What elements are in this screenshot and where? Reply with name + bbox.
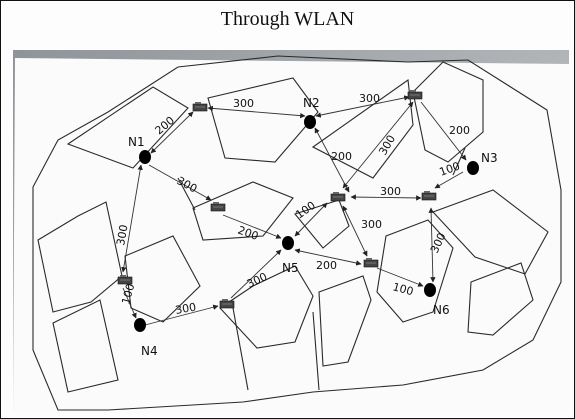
edge-label: 200 — [316, 259, 337, 272]
block-bottom-middle — [318, 275, 372, 367]
edge-label: 300 — [359, 92, 380, 105]
edge-label: 300 — [233, 97, 254, 110]
node-n3 — [467, 161, 479, 175]
edge-r1-n2 — [207, 105, 306, 119]
edge-labels: 300 300 200 200 200 300 300 300 100 300 … — [114, 92, 470, 317]
edge-n5-r4 — [294, 202, 328, 237]
block-right-center — [432, 189, 549, 275]
node-n4 — [134, 318, 146, 332]
edge-r4-r6 — [350, 194, 422, 201]
edge-n3-r6 — [434, 171, 464, 189]
edge-label: 300 — [380, 185, 401, 198]
node-label: N1 — [128, 135, 145, 149]
map-blocks — [32, 55, 562, 411]
paper-sheet — [13, 58, 569, 413]
outer-boundary — [32, 55, 562, 411]
node-label: N3 — [481, 151, 498, 165]
street-line-3 — [232, 307, 249, 391]
node-label: N2 — [303, 96, 320, 110]
block-far-right — [467, 262, 534, 336]
edge-n1-r8 — [121, 164, 143, 273]
block-bottom-left — [52, 299, 119, 393]
block-bottom-right — [376, 219, 454, 323]
edge-n1-r5 — [148, 164, 212, 201]
street-line-2 — [452, 147, 466, 176]
edge-r6-n6 — [428, 207, 436, 283]
edge-n4-r9 — [144, 304, 219, 326]
diagram-photo: N1 N2 N3 N5 N6 N4 300 300 200 200 200 30… — [13, 50, 569, 413]
node-labels: N1 N2 N3 N5 N6 N4 — [128, 96, 498, 358]
edge-label: 300 — [114, 224, 130, 247]
block-top-left — [66, 86, 189, 169]
edge-r4-r7 — [342, 205, 368, 257]
edges — [121, 95, 467, 326]
edge-r4-r3 — [342, 101, 414, 189]
block-top-center — [207, 77, 319, 163]
nodes — [134, 115, 479, 332]
block-bottom-center — [219, 265, 314, 349]
street-line-4 — [312, 311, 320, 391]
node-label: N6 — [433, 303, 450, 317]
edge-n5-r7 — [294, 248, 362, 266]
edge-n1-r1 — [150, 111, 194, 154]
edge-label: 100 — [119, 282, 137, 306]
node-n2 — [304, 115, 316, 129]
block-right-top — [412, 61, 484, 163]
block-center-left — [192, 181, 294, 241]
figure-title: Through WLAN — [220, 8, 355, 30]
edge-r7-n6 — [376, 267, 424, 287]
node-n5 — [282, 236, 294, 250]
block-lower-left — [124, 235, 201, 323]
network-diagram: N1 N2 N3 N5 N6 N4 300 300 200 200 200 30… — [13, 55, 569, 413]
node-label: N4 — [141, 344, 158, 358]
node-n1 — [139, 150, 151, 164]
node-n6 — [424, 283, 436, 297]
edge-r8-n4 — [122, 287, 137, 319]
node-label: N5 — [282, 261, 299, 275]
edge-label: 200 — [449, 124, 470, 137]
edge-r9-n5 — [230, 249, 282, 299]
edge-label: 200 — [331, 150, 352, 163]
edge-label: 100 — [391, 280, 415, 298]
edge-label: 300 — [361, 218, 382, 231]
edge-label: 300 — [174, 301, 197, 317]
edge-r3-n3 — [420, 101, 467, 161]
edge-r5-n5 — [222, 214, 282, 239]
